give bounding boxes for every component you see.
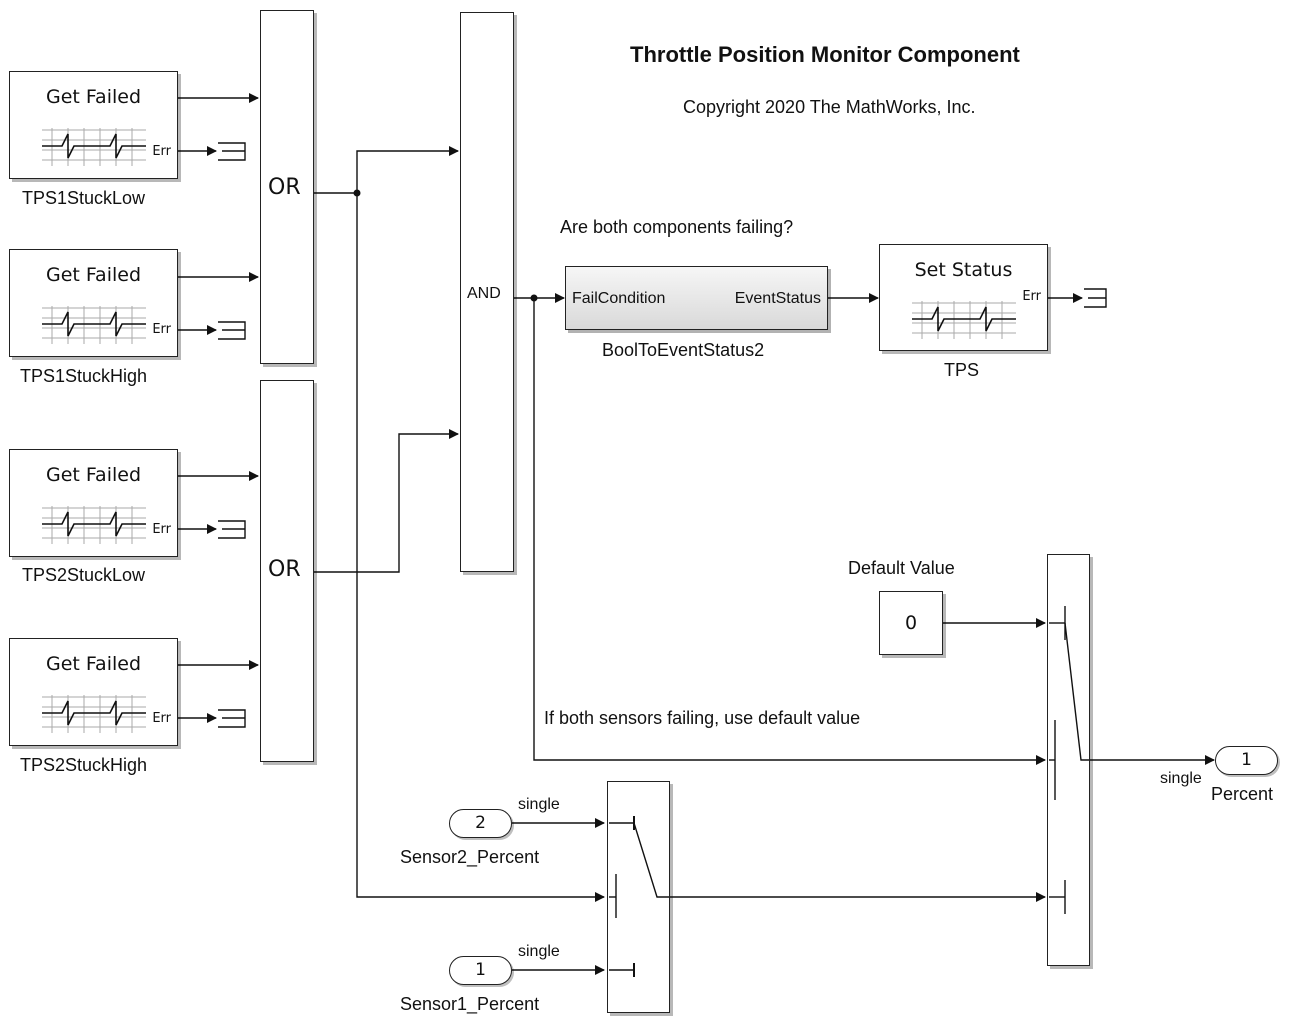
outport-name: Percent — [1211, 784, 1274, 804]
scope-icon — [42, 506, 146, 544]
block-name: TPS2StuckHigh — [20, 755, 148, 775]
annotation-both-components: Are both components failing? — [560, 217, 794, 237]
scope-icon — [912, 301, 1016, 339]
signal-type-label: single — [1160, 770, 1202, 787]
inport-number: 2 — [475, 813, 486, 833]
err-port-label: Err — [152, 522, 171, 537]
block-title: Get Failed — [45, 264, 142, 286]
err-port-label: Err — [152, 711, 171, 726]
block-title: Get Failed — [45, 464, 142, 486]
sensor-switch[interactable] — [607, 781, 670, 1013]
or-gate-label: OR — [268, 557, 301, 582]
or-gate-2[interactable]: OR — [260, 380, 314, 762]
or-gate-label: OR — [268, 175, 301, 200]
block-name: TPS1StuckLow — [22, 188, 146, 208]
inport-sensor2[interactable]: 2 — [449, 809, 512, 838]
inport-name: Sensor1_Percent — [400, 994, 540, 1014]
constant-value: 0 — [904, 612, 918, 634]
scope-icon — [42, 128, 146, 166]
event-status-port: EventStatus — [734, 290, 821, 307]
get-failed-block-tps1-stuck-low[interactable]: Get Failed Err — [9, 71, 178, 179]
get-failed-block-tps2-stuck-high[interactable]: Get Failed Err — [9, 638, 178, 746]
scope-icon — [42, 306, 146, 344]
block-title: Set Status — [914, 259, 1013, 281]
and-gate[interactable]: AND — [460, 12, 514, 572]
bool-to-event-status-block[interactable]: FailCondition EventStatus — [565, 266, 828, 330]
err-port-label: Err — [152, 144, 171, 159]
diagram-title: Throttle Position Monitor Component — [630, 42, 1020, 67]
outport-percent[interactable]: 1 — [1215, 746, 1278, 775]
outport-number: 1 — [1241, 750, 1252, 770]
default-value-label: Default Value — [848, 558, 955, 578]
set-status-block-tps[interactable]: Set Status Err — [879, 244, 1048, 351]
signal-type-label: single — [518, 943, 560, 960]
fail-condition-port: FailCondition — [572, 290, 666, 307]
and-gate-label: AND — [467, 285, 501, 302]
inport-number: 1 — [475, 960, 486, 980]
get-failed-block-tps2-stuck-low[interactable]: Get Failed Err — [9, 449, 178, 557]
block-title: Get Failed — [45, 653, 142, 675]
err-port-label: Err — [152, 322, 171, 337]
annotation-default-value: If both sensors failing, use default val… — [544, 708, 861, 728]
output-switch[interactable] — [1047, 554, 1090, 966]
block-title: Get Failed — [45, 86, 142, 108]
block-name: TPS1StuckHigh — [20, 366, 148, 386]
block-name: TPS2StuckLow — [22, 565, 146, 585]
get-failed-block-tps1-stuck-high[interactable]: Get Failed Err — [9, 249, 178, 357]
copyright-text: Copyright 2020 The MathWorks, Inc. — [683, 97, 976, 117]
default-value-constant[interactable]: 0 — [879, 591, 943, 655]
or-gate-1[interactable]: OR — [260, 10, 314, 364]
block-name: BoolToEventStatus2 — [602, 340, 765, 360]
err-port-label: Err — [1022, 289, 1041, 304]
scope-icon — [42, 695, 146, 733]
signal-type-label: single — [518, 796, 560, 813]
inport-sensor1[interactable]: 1 — [449, 956, 512, 985]
block-name: TPS — [944, 360, 980, 380]
inport-name: Sensor2_Percent — [400, 847, 540, 867]
